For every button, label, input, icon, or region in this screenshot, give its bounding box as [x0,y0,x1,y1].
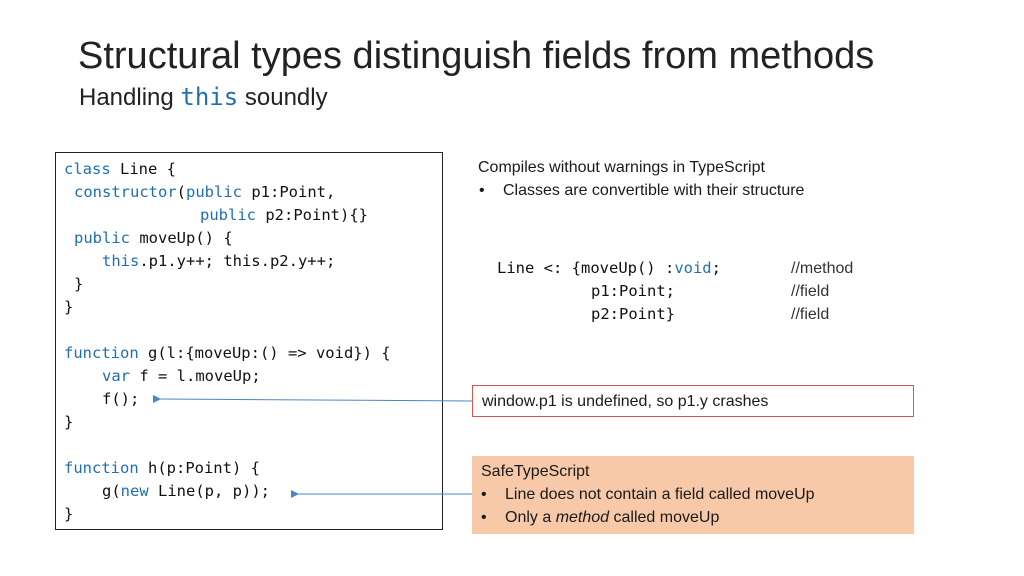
code-listing: class Line { constructor(public p1:Point… [55,152,443,530]
code-line-1: class Line { [64,159,176,179]
typedef-line-3: p2:Point} [591,305,675,323]
typedef-line-1: Line <: {moveUp() :void; [497,257,721,280]
code-text: .p1.y++; this.p2.y++; [139,252,336,270]
code-text: ( [176,183,186,201]
code-text: moveUp() { [130,229,233,247]
code-text: Line <: {moveUp() : [497,259,675,277]
code-keyword: public [74,229,130,247]
bullet-text: called moveUp [609,509,720,526]
code-line-14: } [64,505,74,523]
bullet-text: Line does not contain a field called mov… [505,486,815,503]
code-keyword: function [64,459,139,477]
typedef-line-2: p1:Point; [591,282,675,300]
code-line-10: f(); [102,390,140,408]
compiles-note: Compiles without warnings in TypeScript [478,159,765,176]
code-line-7: } [64,298,74,316]
safetypescript-bullet-1: • Line does not contain a field called mo… [481,484,815,506]
code-line-13: g(new Line(p, p)); [102,481,270,501]
safetypescript-bullet-2: • Only a method called moveUp [481,507,719,529]
comment-field-1: //field [791,283,830,300]
comment-method: //method [791,260,854,277]
code-keyword: public [200,206,256,224]
code-keyword: this [102,252,140,270]
bullet-dot: • [481,509,487,526]
code-line-11: } [64,413,74,431]
code-line-4: public moveUp() { [74,228,233,248]
code-text: f = l.moveUp; [130,367,261,385]
code-text: p1:Point, [242,183,336,201]
classes-note: Classes are convertible with their struc… [503,182,805,199]
code-text: ; [711,259,721,277]
bullet-text: Only a [505,509,556,526]
code-line-6: } [74,275,84,293]
comment-field-2: //field [791,306,830,323]
bullet-dot: • [479,182,485,199]
code-keyword: class [64,160,111,178]
code-text: Line(p, p)); [148,482,270,500]
code-text: Line { [110,160,176,178]
safetypescript-callout: SafeTypeScript • Line does not contain a … [472,456,914,534]
arrow-crash-to-call [152,394,473,403]
code-line-3: public p2:Point){} [200,205,368,225]
subtitle-suffix: soundly [238,84,328,111]
code-text: h(p:Point) { [138,459,260,477]
code-line-8: function g(l:{moveUp:() => void}) { [64,343,391,363]
code-keyword: void [674,259,712,277]
crash-callout-text: window.p1 is undefined, so p1.y crashes [482,393,769,410]
safetypescript-title: SafeTypeScript [481,463,590,480]
code-keyword: new [120,482,149,500]
code-keyword: function [64,344,139,362]
code-text: p2:Point){} [256,206,368,224]
code-line-12: function h(p:Point) { [64,458,260,478]
code-text: g(l:{moveUp:() => void}) { [138,344,391,362]
bullet-emphasis: method [555,509,610,526]
slide-subtitle: Handling this soundly [79,82,328,113]
code-line-5: this.p1.y++; this.p2.y++; [102,251,335,271]
code-line-2: constructor(public p1:Point, [74,182,335,202]
code-keyword: var [102,367,130,385]
bullet-dot: • [481,486,487,503]
subtitle-prefix: Handling [79,84,181,111]
slide-title: Structural types distinguish fields from… [78,35,875,77]
crash-callout: window.p1 is undefined, so p1.y crashes [472,385,914,417]
code-keyword: public [186,183,242,201]
subtitle-keyword: this [180,83,239,111]
code-keyword: constructor [74,183,177,201]
code-text: g( [102,482,121,500]
code-line-9: var f = l.moveUp; [102,366,261,386]
